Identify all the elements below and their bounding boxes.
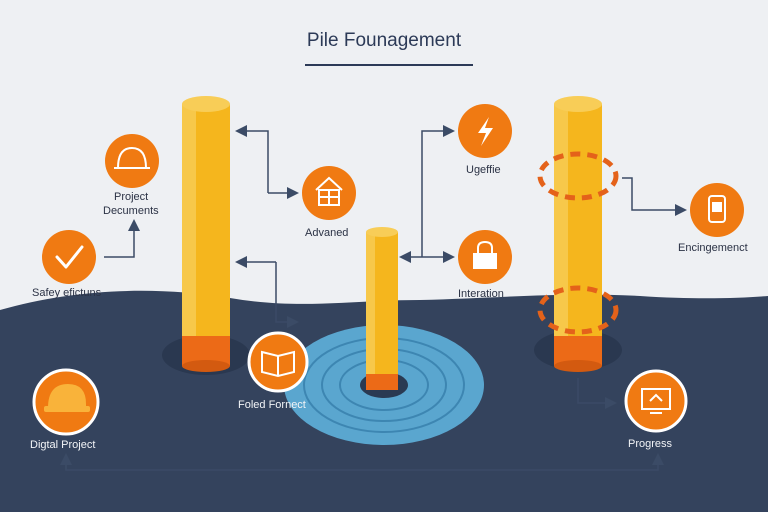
house-icon <box>315 176 343 206</box>
pile-right <box>537 96 619 372</box>
label-interation: Interation <box>458 288 504 300</box>
label-digital-project: Digtal Project <box>30 439 96 451</box>
hard-hat-icon <box>44 384 90 412</box>
lightning-icon <box>478 117 493 146</box>
node-digital-project <box>32 368 100 436</box>
connectors <box>60 125 687 471</box>
label-foled-fornect: Foled Fornect <box>238 399 306 411</box>
label-ugeffie: Ugeffie <box>466 164 501 176</box>
book-icon <box>261 350 295 378</box>
lock-icon <box>473 240 497 269</box>
node-advaned <box>302 166 356 220</box>
label-advaned: Advaned <box>305 227 349 239</box>
pile-left <box>182 96 230 372</box>
phone-icon <box>708 195 726 223</box>
node-foled-fornect <box>247 331 309 393</box>
monitor-icon <box>641 388 671 414</box>
node-progress <box>624 369 688 433</box>
node-interation <box>458 230 512 284</box>
node-project-documents <box>105 134 159 188</box>
checkmark-icon <box>55 245 84 269</box>
node-ugeffie <box>458 104 512 158</box>
node-safety <box>42 230 96 284</box>
pile-center <box>366 227 398 390</box>
label-project-documents-1: Project <box>114 191 149 203</box>
label-encingemenct: Encingemenct <box>678 242 748 254</box>
title-underline <box>305 64 473 66</box>
page-title: Pile Founagement <box>306 30 462 51</box>
hard-hat-icon <box>114 146 150 169</box>
label-project-documents-2: Decuments <box>103 205 159 217</box>
label-progress: Progress <box>628 438 673 450</box>
node-encingemenct <box>690 183 744 237</box>
label-safety: Safey efictuns <box>32 287 102 299</box>
